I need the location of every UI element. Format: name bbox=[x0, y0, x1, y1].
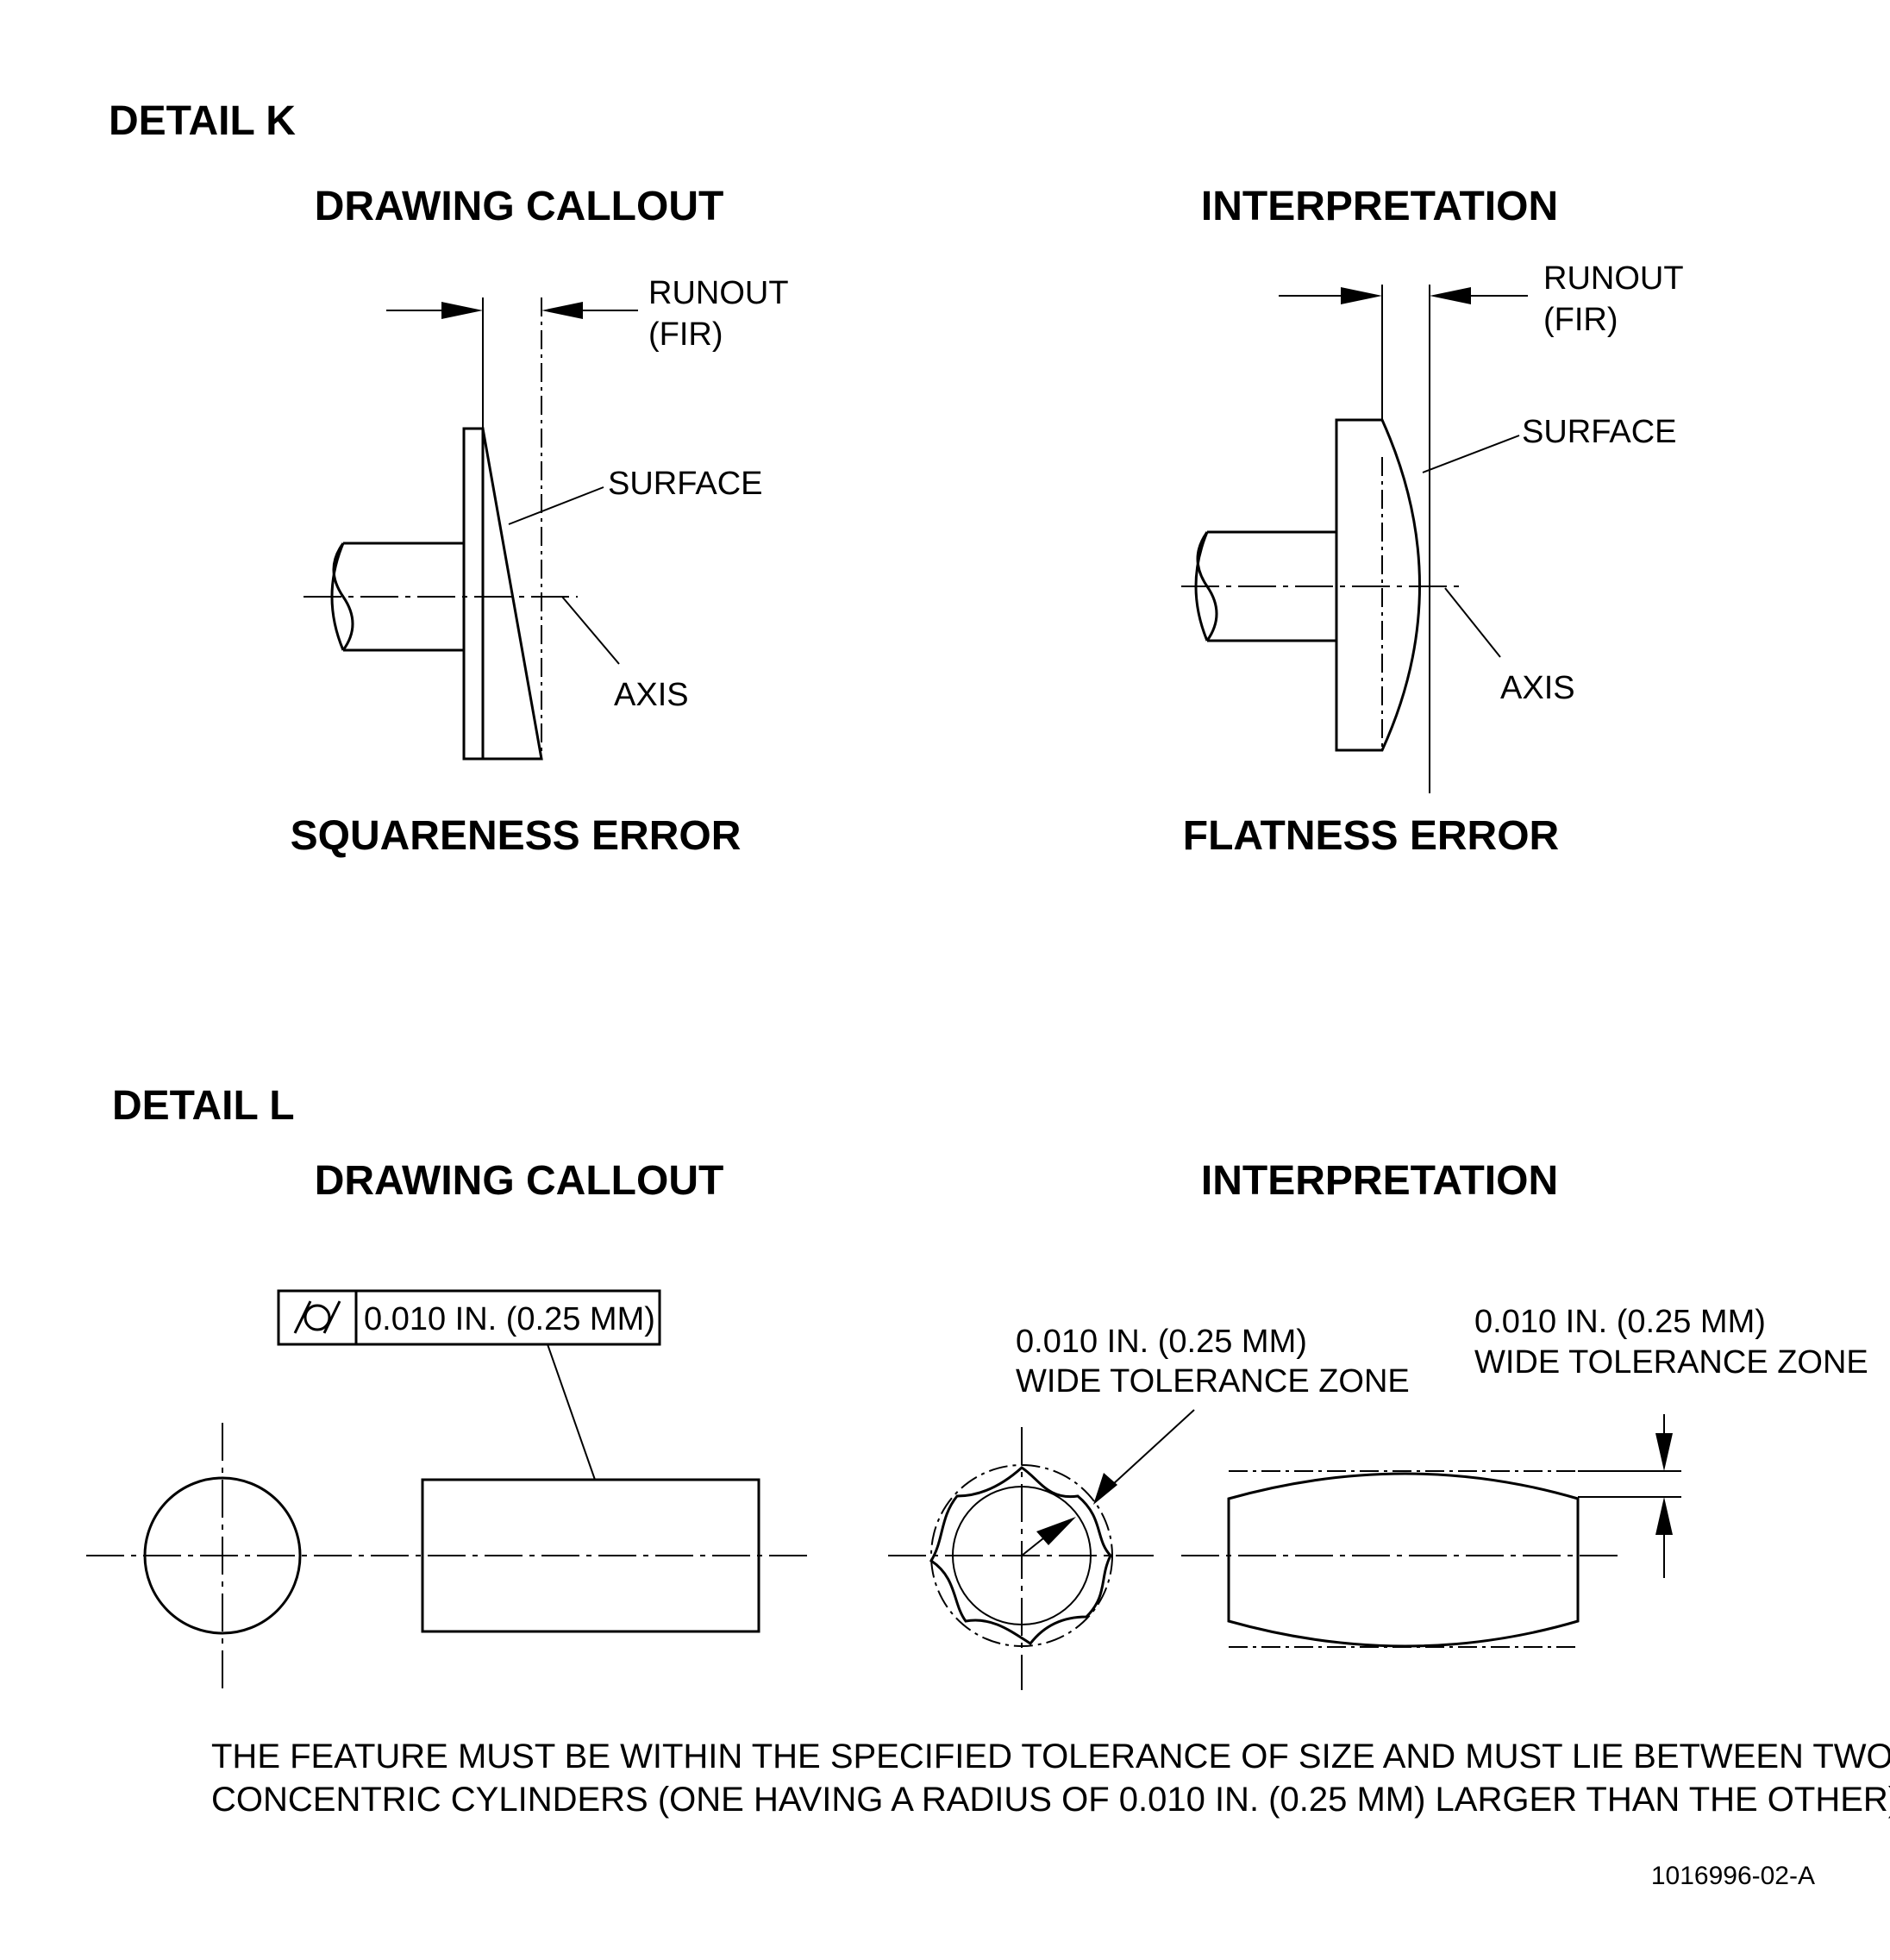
cylindricity-feature-control-frame bbox=[277, 1289, 661, 1346]
detail-k-interp-heading: INTERPRETATION bbox=[1201, 184, 1558, 229]
note-line-2: CONCENTRIC CYLINDERS (ONE HAVING A RADIU… bbox=[211, 1781, 1890, 1819]
detail-k-callout-heading: DRAWING CALLOUT bbox=[315, 184, 724, 229]
frame-tolerance-value: 0.010 IN. (0.25 MM) bbox=[364, 1301, 655, 1337]
detail-l-title: DETAIL L bbox=[112, 1083, 295, 1129]
sideview-zone-label-line2: WIDE TOLERANCE ZONE bbox=[1474, 1344, 1868, 1381]
squareness-error-drawing bbox=[304, 297, 638, 761]
endview-zone-label-line1: 0.010 IN. (0.25 MM) bbox=[1016, 1324, 1307, 1360]
detail-l-callout-heading: DRAWING CALLOUT bbox=[315, 1158, 724, 1204]
detail-k-interp-surface-label: SURFACE bbox=[1522, 414, 1676, 450]
callout-cylinder-drawing bbox=[86, 1343, 810, 1690]
detail-l-interp-heading: INTERPRETATION bbox=[1201, 1158, 1558, 1204]
squareness-error-caption: SQUARENESS ERROR bbox=[291, 813, 742, 859]
detail-k-interp-axis-label: AXIS bbox=[1500, 670, 1575, 706]
flatness-error-drawing bbox=[1181, 285, 1528, 793]
detail-k-title: DETAIL K bbox=[109, 98, 296, 144]
detail-k-callout-axis-label: AXIS bbox=[614, 677, 689, 713]
endview-zone-label-line2: WIDE TOLERANCE ZONE bbox=[1016, 1363, 1410, 1400]
detail-k-interp-runout-line1: RUNOUT bbox=[1543, 260, 1684, 297]
detail-k-callout-surface-label: SURFACE bbox=[608, 466, 762, 502]
figure-number: 1016996-02-A bbox=[1651, 1862, 1815, 1890]
detail-k-callout-runout-line1: RUNOUT bbox=[648, 275, 789, 311]
note-line-1: THE FEATURE MUST BE WITHIN THE SPECIFIED… bbox=[211, 1738, 1890, 1775]
interpretation-cylinder-drawing bbox=[888, 1409, 1681, 1690]
sideview-zone-label-line1: 0.010 IN. (0.25 MM) bbox=[1474, 1304, 1766, 1340]
detail-k-interp-runout-line2: (FIR) bbox=[1543, 302, 1618, 338]
flatness-error-caption: FLATNESS ERROR bbox=[1183, 813, 1559, 859]
detail-k-callout-runout-line2: (FIR) bbox=[648, 316, 723, 353]
cylindricity-symbol-icon bbox=[293, 1300, 341, 1334]
